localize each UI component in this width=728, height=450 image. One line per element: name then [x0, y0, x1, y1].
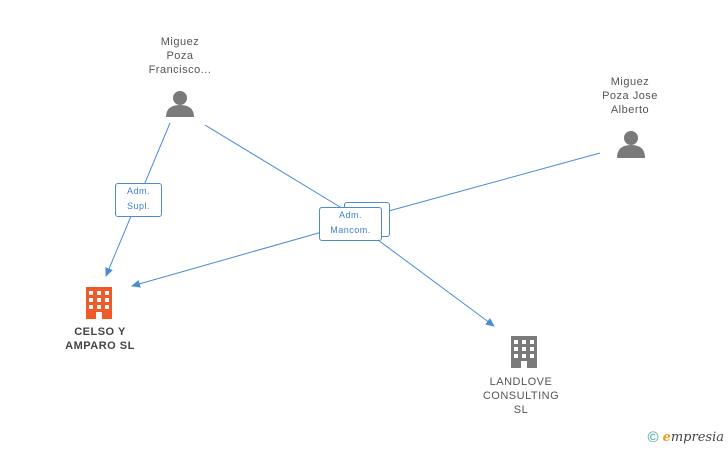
name-line: LANDLOVE [489, 376, 553, 388]
copyright-icon: © [647, 429, 659, 446]
edge-person1-to-mancom [204, 124, 346, 211]
name-line: AMPARO SL [65, 340, 135, 352]
watermark: © empresia [648, 429, 724, 446]
role-badge-supl[interactable]: Adm. Supl. [115, 183, 162, 217]
brand-logo: empresia [662, 430, 724, 445]
person-icon[interactable] [166, 91, 194, 117]
person-name-label[interactable]: Miguez Poza Jose Alberto [580, 75, 680, 117]
name-line: Francisco... [148, 64, 212, 76]
role-line: Adm. [126, 186, 150, 196]
edge-mancom-to-landlove [377, 239, 495, 327]
name-line: Poza Jose [602, 90, 658, 102]
name-line: Alberto [610, 104, 650, 116]
role-line: Mancom. [330, 225, 371, 235]
role-badge-mancom[interactable]: Adm. Mancom. [319, 207, 382, 241]
role-line: Supl. [126, 201, 150, 211]
person-name-label[interactable]: Miguez Poza Francisco... [130, 35, 230, 77]
building-icon[interactable] [86, 287, 112, 319]
building-icon[interactable] [511, 336, 537, 368]
edge-mancom-to-celso [131, 231, 323, 288]
name-line: Miguez [160, 36, 200, 48]
role-line: Adm. [338, 210, 362, 220]
name-line: CELSO Y [74, 326, 126, 338]
company-name-label[interactable]: LANDLOVE CONSULTING SL [466, 375, 576, 417]
person-icon[interactable] [617, 131, 645, 158]
name-line: CONSULTING [482, 390, 560, 402]
company-name-label[interactable]: CELSO Y AMPARO SL [45, 325, 155, 353]
name-line: SL [513, 404, 529, 416]
name-line: Miguez [610, 76, 650, 88]
name-line: Poza [166, 50, 194, 62]
edge-person2-to-mancom [384, 152, 601, 213]
